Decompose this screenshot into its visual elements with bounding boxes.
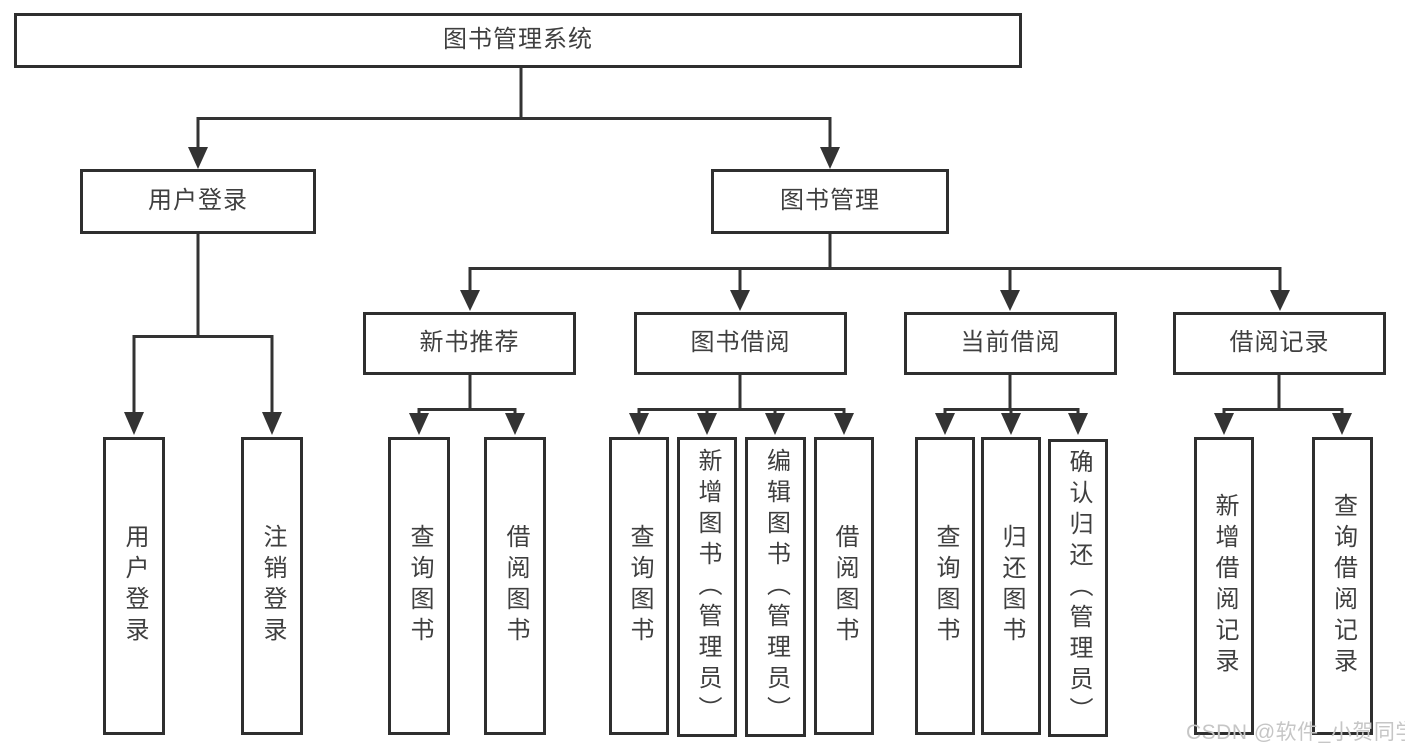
node-new-book-recommend: 新书推荐 (363, 312, 576, 375)
leaf-edit-book-admin: 编辑图书（管理员） (745, 437, 806, 737)
leaf-user-login: 用户登录 (103, 437, 165, 735)
node-user-login: 用户登录 (80, 169, 316, 234)
node-borrow-records: 借阅记录 (1173, 312, 1386, 375)
node-book-borrow: 图书借阅 (634, 312, 847, 375)
leaf-return-book: 归还图书 (981, 437, 1041, 735)
leaf-query-books-current: 查询图书 (915, 437, 975, 735)
node-library-management-system: 图书管理系统 (14, 13, 1022, 68)
arrowhead-icons (124, 147, 1352, 435)
leaf-logout: 注销登录 (241, 437, 303, 735)
node-book-management: 图书管理 (711, 169, 949, 234)
leaf-add-borrow-record: 新增借阅记录 (1194, 437, 1254, 735)
leaf-borrow-books: 借阅图书 (814, 437, 874, 735)
leaf-query-books-recommend: 查询图书 (388, 437, 450, 735)
csdn-watermark: CSDN @软件_小贺同学 (1186, 721, 1405, 744)
leaf-confirm-return-admin: 确认归还（管理员） (1048, 439, 1108, 737)
leaf-query-borrow-record: 查询借阅记录 (1312, 437, 1373, 735)
leaf-add-book-admin: 新增图书（管理员） (677, 437, 737, 737)
node-current-borrow: 当前借阅 (904, 312, 1117, 375)
leaf-borrow-books-recommend: 借阅图书 (484, 437, 546, 735)
leaf-query-books-borrow: 查询图书 (609, 437, 669, 735)
